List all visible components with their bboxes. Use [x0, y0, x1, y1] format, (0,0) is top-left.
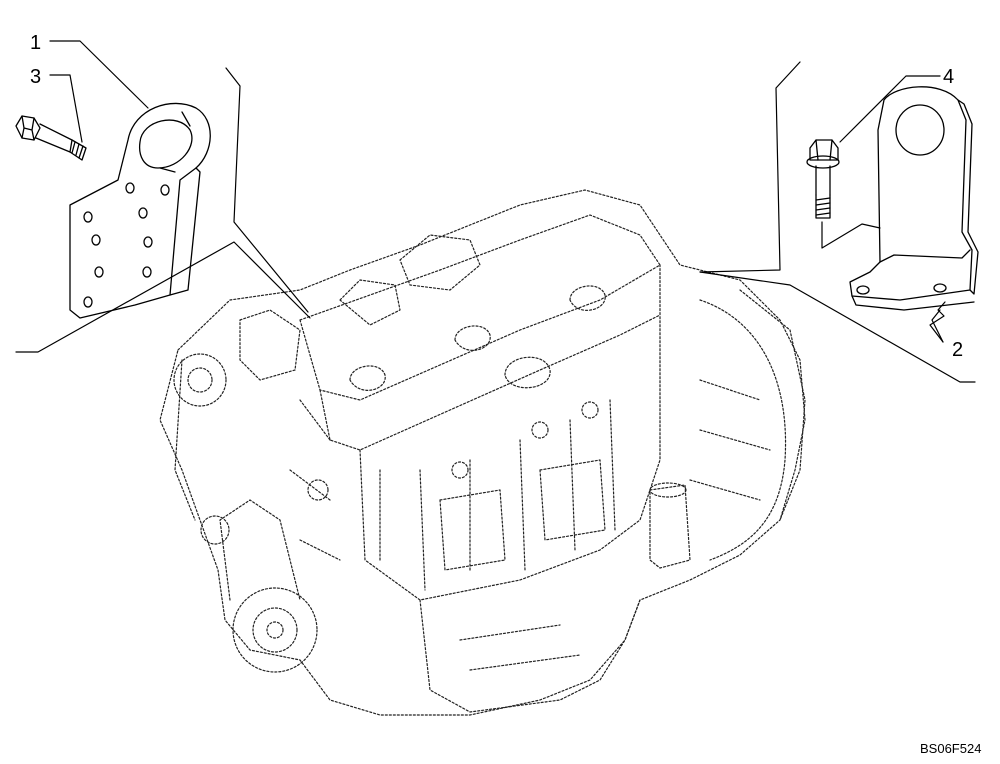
callout-2: 2: [952, 339, 964, 361]
callout-1: 1: [30, 32, 42, 54]
bolt-item-4: [806, 139, 840, 219]
leader-lines: [15, 40, 976, 383]
reference-code: BS06F524: [920, 741, 982, 756]
bolt-item-3: [15, 115, 87, 161]
bracket-bolt-holes: [83, 182, 170, 308]
rear-lifting-bracket: [849, 86, 979, 311]
front-lifting-bracket: [69, 102, 211, 319]
callout-3: 3: [30, 66, 42, 88]
engine-assembly: [159, 189, 806, 716]
callout-4: 4: [943, 66, 955, 88]
